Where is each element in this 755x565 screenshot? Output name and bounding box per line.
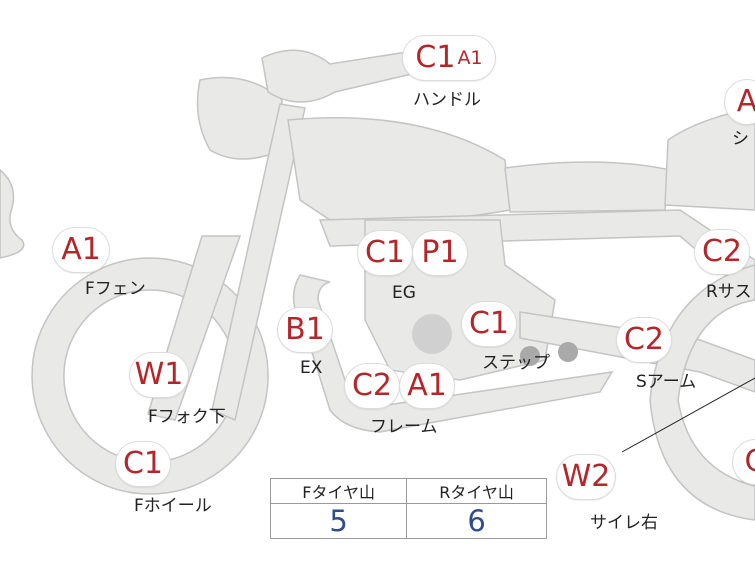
label-seat: シ bbox=[732, 129, 749, 149]
grade-side-r: W2 bbox=[561, 459, 611, 494]
badge-step[interactable]: C1 bbox=[462, 302, 516, 346]
value-f-tire: 5 bbox=[269, 503, 408, 539]
grade-seat: A bbox=[736, 84, 755, 119]
badge-handle[interactable]: C1 A1 bbox=[403, 36, 495, 80]
tire-table-header-row: Fタイヤ山 Rタイヤ山 bbox=[269, 478, 547, 504]
engine-cover bbox=[412, 314, 452, 354]
grade-engine-2: P1 bbox=[421, 235, 459, 270]
label-handle: ハンドル bbox=[413, 90, 481, 110]
frame-front bbox=[211, 103, 306, 422]
grade-f-wheel: C1 bbox=[122, 446, 164, 481]
tire-table-value-row: 5 6 bbox=[269, 503, 547, 539]
grade-engine-1: C1 bbox=[364, 235, 406, 270]
label-f-fork: Fフォク下 bbox=[148, 407, 226, 427]
grade-f-fender: A1 bbox=[61, 232, 101, 267]
badge-ex[interactable]: B1 bbox=[278, 308, 332, 352]
value-r-tire: 6 bbox=[406, 503, 547, 539]
badge-seat[interactable]: A bbox=[725, 80, 755, 124]
seat bbox=[504, 161, 671, 213]
subgrade-handle: A1 bbox=[457, 46, 483, 69]
badge-frame-2[interactable]: A1 bbox=[400, 364, 454, 408]
label-step: ステップ bbox=[482, 353, 550, 373]
badge-r-susp[interactable]: C2 bbox=[695, 230, 749, 274]
grade-s-arm: C2 bbox=[623, 322, 665, 357]
badge-engine-2[interactable]: P1 bbox=[413, 231, 467, 275]
grade-frame-2: A1 bbox=[407, 368, 447, 403]
label-ex: EX bbox=[300, 358, 323, 378]
grade-step: C1 bbox=[468, 306, 510, 341]
grade-r-wheel: C bbox=[744, 444, 755, 479]
badge-side-r[interactable]: W2 bbox=[557, 455, 615, 499]
leader-line-side bbox=[621, 377, 755, 453]
label-s-arm: Sアーム bbox=[636, 372, 697, 392]
footpeg-right bbox=[558, 342, 578, 362]
footpeg-left bbox=[520, 346, 540, 366]
grade-handle: C1 bbox=[415, 40, 456, 75]
header-r-tire: Rタイヤ山 bbox=[406, 478, 547, 504]
label-eg: EG bbox=[392, 283, 416, 303]
grade-f-fork: W1 bbox=[134, 357, 184, 392]
rear-wheel bbox=[649, 264, 755, 521]
header-f-tire: Fタイヤ山 bbox=[269, 478, 408, 504]
badge-s-arm[interactable]: C2 bbox=[617, 318, 671, 362]
tire-tread-table: Fタイヤ山 Rタイヤ山 5 6 bbox=[269, 478, 547, 539]
badge-frame-1[interactable]: C2 bbox=[345, 364, 399, 408]
grade-r-susp: C2 bbox=[701, 234, 743, 269]
front-fender-left-edge bbox=[0, 169, 25, 259]
badge-f-wheel[interactable]: C1 bbox=[116, 442, 170, 486]
label-f-fender: Fフェン bbox=[85, 279, 146, 299]
fuel-tank bbox=[287, 117, 511, 223]
label-r-susp: Rサス bbox=[706, 282, 752, 302]
label-f-wheel: Fホイール bbox=[134, 496, 212, 516]
label-side-r: サイレ右 bbox=[590, 513, 658, 533]
grade-frame-1: C2 bbox=[351, 368, 393, 403]
headlight bbox=[196, 76, 283, 160]
badge-r-wheel[interactable]: C bbox=[733, 440, 755, 484]
badge-f-fork[interactable]: W1 bbox=[130, 353, 188, 397]
badge-engine-1[interactable]: C1 bbox=[358, 231, 412, 275]
rear-cowl bbox=[664, 107, 755, 211]
badge-f-fender[interactable]: A1 bbox=[53, 228, 109, 272]
label-frame: フレーム bbox=[370, 417, 438, 437]
grade-ex: B1 bbox=[285, 312, 325, 347]
